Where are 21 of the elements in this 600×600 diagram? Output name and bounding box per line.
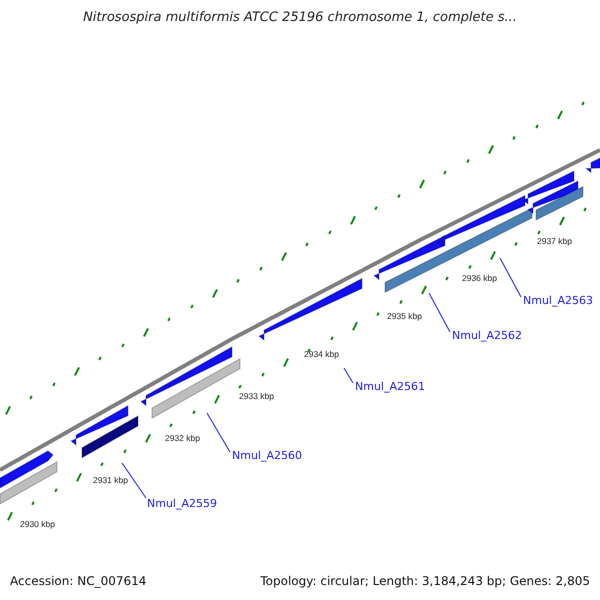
chart-title: Nitrosospira multiformis ATCC 25196 chromosome 1, complete s... — [82, 10, 518, 25]
leader-line — [206, 412, 230, 452]
position-label: 2932 kbp — [165, 433, 200, 443]
position-label: 2937 kbp — [537, 236, 572, 246]
leader-line — [428, 292, 450, 332]
position-label: 2934 kbp — [304, 349, 339, 359]
leader-line — [122, 462, 146, 498]
position-label: 2935 kbp — [387, 311, 422, 321]
gene-label: Nmul_A2560 — [232, 449, 302, 462]
position-label: 2936 kbp — [462, 273, 497, 283]
gene-label: Nmul_A2559 — [147, 497, 217, 510]
accession-text: Accession: NC_007614 — [10, 574, 146, 588]
genome-summary-text: Topology: circular; Length: 3,184,243 bp; Genes: 2,805 — [260, 574, 590, 588]
gene-label: Nmul_A2561 — [355, 380, 425, 393]
gene-label: Nmul_A2563 — [523, 294, 593, 307]
position-label: 2933 kbp — [239, 391, 274, 401]
leader-line — [500, 258, 522, 298]
position-label: 2931 kbp — [93, 475, 128, 485]
position-label: 2930 kbp — [20, 519, 55, 529]
leader-line — [344, 368, 354, 384]
gene-label: Nmul_A2562 — [452, 329, 522, 342]
